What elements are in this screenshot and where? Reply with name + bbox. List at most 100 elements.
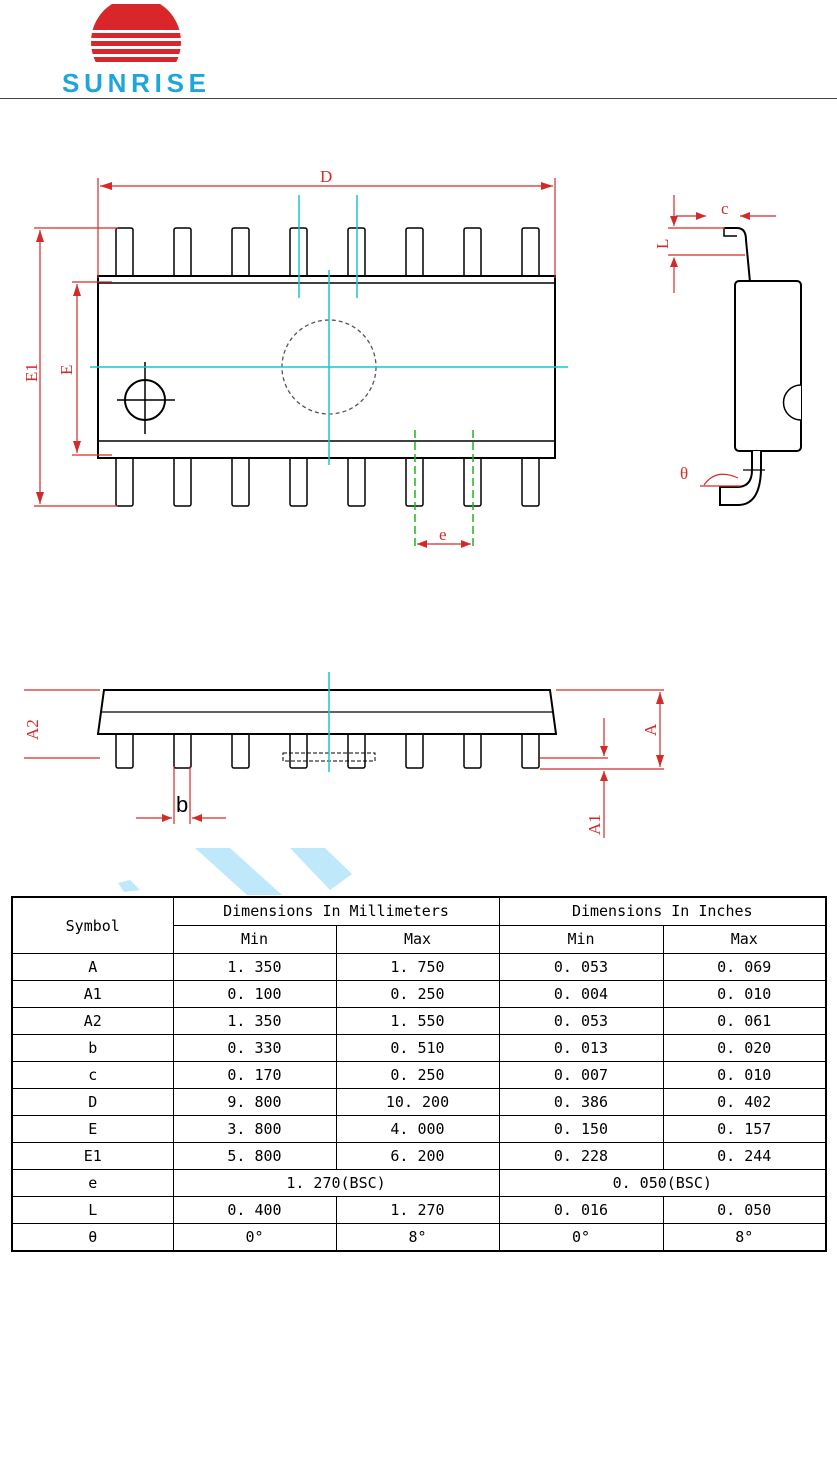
cell-mm-max: 1. 750 [335, 953, 500, 981]
cell-mm-max: 1. 550 [335, 1007, 500, 1035]
cell-symbol: L [11, 1196, 174, 1224]
cell-mm-max: 6. 200 [335, 1142, 500, 1170]
cell-in-max: 0. 069 [662, 953, 827, 981]
cell-symbol: E1 [11, 1142, 174, 1170]
cell-in-max: 0. 050 [662, 1196, 827, 1224]
cell-mm-max: 0. 510 [335, 1034, 500, 1062]
top-pin [231, 227, 250, 279]
bottom-pin [231, 456, 250, 507]
front-view: A2 A A1 b [23, 672, 664, 838]
top-pin [405, 227, 424, 279]
dim-A-label: A [641, 723, 660, 736]
cell-in-min: 0. 004 [498, 980, 664, 1008]
cell-in-max: 0. 010 [662, 980, 827, 1008]
cell-in-min: 0. 053 [498, 1007, 664, 1035]
header-mm-group: Dimensions In Millimeters [172, 896, 500, 926]
dim-b-label: b [176, 792, 188, 817]
cell-symbol: A [11, 953, 174, 981]
top-pins [115, 227, 540, 279]
dim-E-label: E [57, 365, 76, 375]
dim-E1-label: E1 [22, 363, 41, 382]
cell-in-min: 0. 150 [498, 1115, 664, 1143]
top-pin [115, 227, 134, 279]
side-lead-lower [719, 450, 762, 506]
cell-mm-max: 0. 250 [335, 1061, 500, 1089]
package-drawing: D E1 E e c L [22, 167, 802, 838]
dim-theta-label: θ [680, 464, 688, 483]
cell-symbol: b [11, 1034, 174, 1062]
bottom-pin [289, 456, 308, 507]
side-body [734, 280, 802, 452]
header-inch-group: Dimensions In Inches [498, 896, 827, 926]
cell-in-min: 0. 013 [498, 1034, 664, 1062]
cell-mm-max: 10. 200 [335, 1088, 500, 1116]
dim-A2-label: A2 [23, 719, 42, 740]
cell-in-min: 0. 053 [498, 953, 664, 981]
cell-mm-min: 0. 100 [172, 980, 337, 1008]
front-pins [115, 725, 540, 769]
cell-symbol: θ [11, 1223, 174, 1252]
cell-in-max: 0. 020 [662, 1034, 827, 1062]
dim-e-label: e [439, 525, 447, 544]
cell-mm-max: 4. 000 [335, 1115, 500, 1143]
cell-mm-min: 5. 800 [172, 1142, 337, 1170]
dim-A1-label: A1 [585, 814, 604, 835]
cell-in-span: 0. 050(BSC) [498, 1169, 827, 1197]
cell-in-max: 0. 244 [662, 1142, 827, 1170]
cell-mm-min: 1. 350 [172, 953, 337, 981]
header-rule [0, 98, 837, 99]
bottom-pin [173, 456, 192, 507]
header-mm-max: Max [335, 925, 500, 954]
cell-in-max: 0. 061 [662, 1007, 827, 1035]
cell-in-max: 0. 402 [662, 1088, 827, 1116]
bottom-pin [521, 456, 540, 507]
cell-mm-max: 1. 270 [335, 1196, 500, 1224]
cell-mm-min: 0. 400 [172, 1196, 337, 1224]
cell-symbol: A2 [11, 1007, 174, 1035]
cell-mm-max: 8° [335, 1223, 500, 1252]
cell-in-min: 0. 386 [498, 1088, 664, 1116]
top-pin [463, 227, 482, 279]
dim-c-label: c [721, 199, 729, 218]
cell-symbol: e [11, 1169, 174, 1197]
header-in-min: Min [498, 925, 664, 954]
sunrise-logo: SUNRISE [62, 4, 206, 96]
header-mm-min: Min [172, 925, 337, 954]
top-view: D E1 E e [22, 167, 568, 548]
cell-symbol: A1 [11, 980, 174, 1008]
dim-D-label: D [320, 167, 332, 186]
header-in-max: Max [662, 925, 827, 954]
top-pin [173, 227, 192, 279]
cell-mm-min: 0. 170 [172, 1061, 337, 1089]
cell-symbol: D [11, 1088, 174, 1116]
cell-mm-max: 0. 250 [335, 980, 500, 1008]
cell-mm-min: 0. 330 [172, 1034, 337, 1062]
dimension-table: Symbol Dimensions In Millimeters Dimensi… [11, 896, 827, 1252]
cell-symbol: c [11, 1061, 174, 1089]
bottom-pin [347, 456, 366, 507]
cell-mm-min: 9. 800 [172, 1088, 337, 1116]
cell-in-min: 0. 016 [498, 1196, 664, 1224]
cell-mm-span: 1. 270(BSC) [172, 1169, 500, 1197]
cell-symbol: E [11, 1115, 174, 1143]
cell-in-max: 0. 010 [662, 1061, 827, 1089]
cell-in-min: 0. 228 [498, 1142, 664, 1170]
bottom-pins [115, 456, 540, 507]
header-symbol: Symbol [11, 896, 174, 954]
cell-mm-min: 3. 800 [172, 1115, 337, 1143]
dim-L-label: L [653, 239, 672, 249]
bottom-pin [115, 456, 134, 507]
cell-in-max: 8° [662, 1223, 827, 1252]
cell-mm-min: 0° [172, 1223, 337, 1252]
cell-in-max: 0. 157 [662, 1115, 827, 1143]
